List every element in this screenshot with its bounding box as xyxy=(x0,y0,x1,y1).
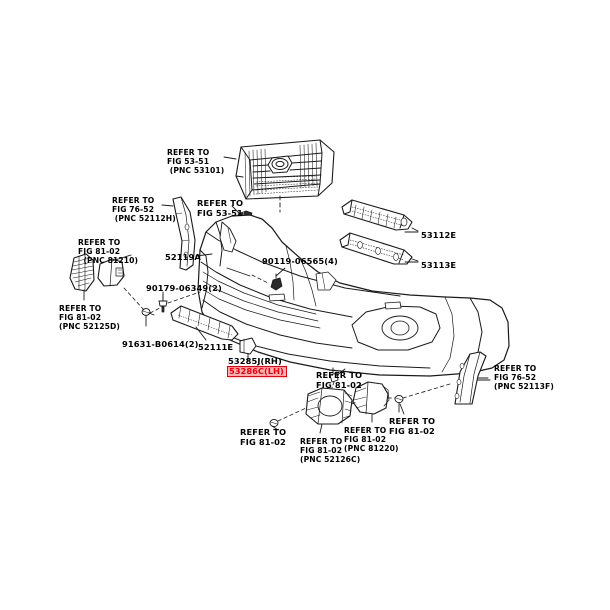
part-label-bolt_90179: 90179-06349(2) xyxy=(146,283,222,293)
part-label-screw_91631: 91631-B0614(2) xyxy=(122,339,199,349)
cover-52125d-part xyxy=(69,253,95,292)
cover-81210-part xyxy=(97,258,125,287)
highlighted-part-label-pnc_53286C[interactable]: 53286C(LH) xyxy=(227,366,287,377)
part-label-bolt_90119: 90119-06565(4) xyxy=(262,256,338,266)
reinforcement-53113e-part xyxy=(339,232,413,265)
part-label-pnc_52119A: 52119A xyxy=(165,252,201,262)
part-label-cover_81210: REFER TO FIG 81-02 (PNC 81210) xyxy=(78,238,139,266)
part-label-bracket_ref1: REFER TO FIG 81-02 xyxy=(316,370,363,390)
clip-left-part xyxy=(269,418,279,428)
bolt-90119-part xyxy=(270,267,286,291)
part-label-pnc_52111E: 52111E xyxy=(198,342,234,352)
part-label-cover_52125D: REFER TO FIG 81-02 (PNC 52125D) xyxy=(59,304,121,332)
part-label-pnc_53113E: 53113E xyxy=(421,260,457,270)
part-label-cover_81220: REFER TO FIG 81-02 (PNC 81220) xyxy=(344,426,399,454)
moulding-52111e-part xyxy=(170,305,239,341)
part-label-bracket_ref3: REFER TO FIG 81-02 xyxy=(389,416,436,436)
clip-right-part xyxy=(394,394,404,413)
reinforcement-53112e-part xyxy=(341,199,413,231)
part-label-pnc_53112E: 53112E xyxy=(421,230,457,240)
retainer-53286c-part xyxy=(239,337,257,361)
part-label-clip_ref: REFER TO FIG 53-51 xyxy=(197,198,244,218)
radiator-grille-part xyxy=(235,139,335,200)
part-label-grille_ref: REFER TO FIG 53-51 (PNC 53101) xyxy=(167,148,225,176)
bracket-81220-part xyxy=(352,381,390,423)
moulding-52112h-part xyxy=(172,196,196,271)
part-label-moulding_ref: REFER TO FIG 76-52 (PNC 52112H) xyxy=(112,196,176,224)
part-label-pnc_53285J: 53285J(RH) xyxy=(228,356,282,366)
part-label-bracket_ref2: REFER TO FIG 81-02 xyxy=(240,427,287,447)
clip-mid-part xyxy=(329,367,339,383)
moulding-52113f-part xyxy=(454,351,491,405)
bracket-52126c-part xyxy=(305,387,353,434)
screw-91631-part xyxy=(141,308,155,327)
part-label-cover_52126C: REFER TO FIG 81-02 (PNC 52126C) xyxy=(300,437,361,465)
part-label-moulding_52113F: REFER TO FIG 76-52 (PNC 52113F) xyxy=(494,364,554,392)
